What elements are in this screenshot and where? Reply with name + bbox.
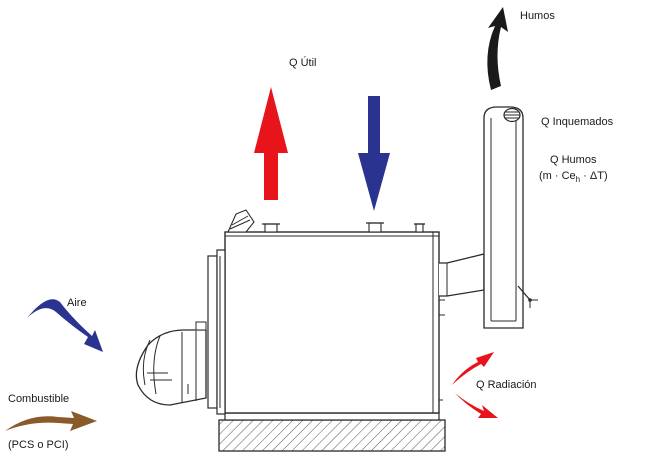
label-q-util: Q Útil [289, 56, 317, 69]
safety-valve-icon [227, 209, 255, 233]
formula-part-b: · ΔT) [580, 170, 608, 182]
burner-icon [135, 321, 207, 406]
label-q-humos: Q Humos [550, 154, 597, 166]
boiler-body [224, 209, 445, 414]
label-humos: Humos [520, 10, 555, 22]
chimney [483, 106, 538, 329]
radiation-arrows-icon [452, 352, 498, 418]
smoke-arrow-icon [487, 7, 508, 90]
label-aire: Aire [67, 297, 87, 309]
formula-part-a: (m · Ce [539, 170, 576, 182]
air-arrow-icon [27, 299, 103, 352]
formula-subscript: h [576, 175, 580, 184]
label-pcs-pci: (PCS o PCI) [8, 439, 69, 451]
flue-connector [439, 253, 485, 297]
label-q-inquemados: Q Inquemados [541, 116, 614, 128]
boiler-base [218, 412, 446, 452]
label-combustible: Combustible [8, 393, 69, 405]
fuel-arrow-icon [5, 411, 97, 431]
label-q-radiacion: Q Radiación [476, 379, 537, 391]
arrow-up-red-icon [254, 87, 288, 200]
boiler-front-door [207, 249, 226, 415]
arrow-down-blue-icon [358, 96, 390, 211]
label-q-humos-formula: (m · Ceh · ΔT) [539, 170, 608, 184]
unburned-vent-icon [503, 107, 521, 123]
